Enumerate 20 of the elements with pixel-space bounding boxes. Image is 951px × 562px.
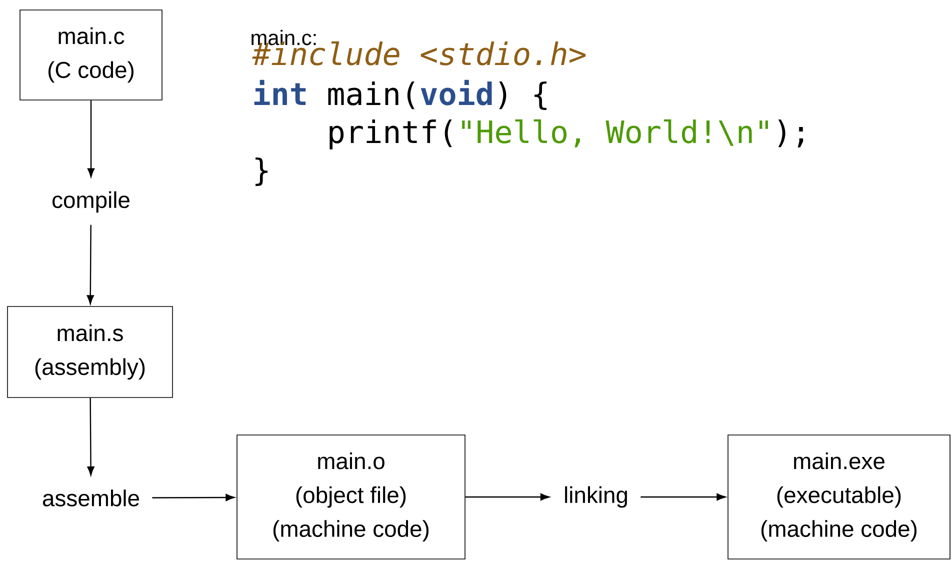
process-box: main.s (assembly) bbox=[7, 306, 173, 398]
arrow bbox=[640, 493, 726, 501]
process-box: main.o (object file) (machine code) bbox=[236, 434, 466, 560]
process-box: main.exe (executable) (machine code) bbox=[728, 434, 950, 560]
arrow bbox=[87, 398, 94, 476]
step-label: linking bbox=[565, 486, 627, 508]
arrow bbox=[86, 224, 94, 304]
process-box: main.c (C code) bbox=[20, 10, 162, 100]
label: int bbox=[254, 80, 306, 105]
code-line: printf( "Hello, World!\n" ); bbox=[330, 119, 804, 150]
arrow bbox=[465, 493, 550, 501]
step-label: assemble bbox=[42, 490, 140, 506]
arrow bbox=[87, 100, 95, 178]
arrow bbox=[152, 494, 235, 502]
label: main( bbox=[328, 82, 414, 110]
label: ) { bbox=[499, 82, 546, 110]
step-label: compile bbox=[52, 191, 130, 213]
code-line: } bbox=[256, 158, 268, 186]
code-line: int main( void ) { bbox=[254, 80, 546, 110]
label: void bbox=[420, 80, 492, 106]
